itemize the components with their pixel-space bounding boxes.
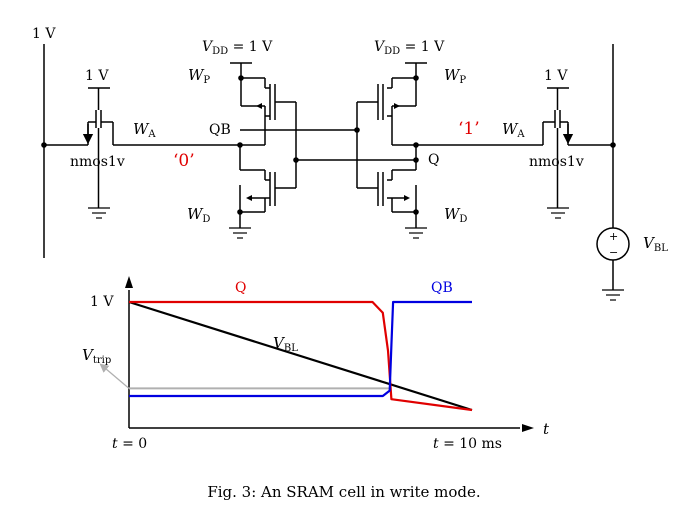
- vtrip-label: Vtrip: [82, 346, 111, 366]
- right-inverter: VDD = 1 V WP: [356, 39, 467, 239]
- q-node-label: Q: [428, 152, 439, 168]
- chart-y-axis-arrow: [125, 276, 133, 288]
- left-state-label: ‘0’: [173, 151, 195, 171]
- right-nmos-width-label: WD: [444, 205, 467, 225]
- bitline-right: + − VBL: [568, 44, 668, 301]
- left-inverter: VDD = 1 V WP: [187, 39, 299, 239]
- right-access-gate-label: 1 V: [544, 68, 568, 84]
- left-access-gate-label: 1 V: [85, 68, 109, 84]
- right-pmos-width-label: WP: [444, 66, 466, 86]
- bitline-junction-dot: [41, 142, 47, 148]
- right-access-model-label: nmos1v: [529, 154, 584, 170]
- right-state-label: ‘1’: [458, 119, 480, 139]
- legend-qb-label: QB: [431, 280, 453, 296]
- left-nmos-width-label: WD: [187, 205, 210, 225]
- y-tick-label: 1 V: [90, 294, 114, 310]
- bitline-left: 1 V: [32, 26, 88, 258]
- series-qb-line: [129, 300, 472, 398]
- legend-q-label: Q: [235, 280, 246, 296]
- figure-caption: Fig. 3: An SRAM cell in write mode.: [207, 483, 480, 501]
- x-axis-var-label: t: [543, 420, 550, 438]
- right-access-width-label: WA: [502, 120, 525, 140]
- left-vdd-label: VDD = 1 V: [202, 39, 273, 57]
- left-access-model-label: nmos1v: [70, 154, 125, 170]
- left-pmos-width-label: WP: [188, 66, 210, 86]
- series-q-line: [129, 300, 473, 412]
- chart-x-axis-arrow: [522, 424, 534, 432]
- right-access-transistor: 1 V nmos1v WA: [502, 68, 584, 219]
- chart-series: [128, 300, 473, 412]
- left-access-width-label: WA: [133, 120, 156, 140]
- left-access-transistor: 1 V nmos1v WA: [70, 68, 156, 219]
- bitline-voltage-label: 1 V: [32, 26, 56, 42]
- sram-circuit: 1 V 1 V nmos1v WA QB ‘0’: [32, 26, 668, 301]
- timing-chart: 1 V t t = 0 t = 10 ms Vtrip Q QB VBL: [82, 276, 550, 452]
- source-minus: −: [609, 246, 618, 259]
- right-vdd-label: VDD = 1 V: [374, 39, 445, 57]
- legend-vbl-label: VBL: [273, 334, 298, 354]
- x-end-label: t = 10 ms: [433, 436, 502, 452]
- vbl-source-label: VBL: [643, 234, 668, 254]
- source-plus: +: [609, 230, 618, 243]
- qb-node-label: QB: [209, 122, 231, 138]
- vtrip-arrow: [99, 363, 130, 389]
- x-start-label: t = 0: [112, 436, 147, 452]
- series-vbl-line: [128, 300, 473, 412]
